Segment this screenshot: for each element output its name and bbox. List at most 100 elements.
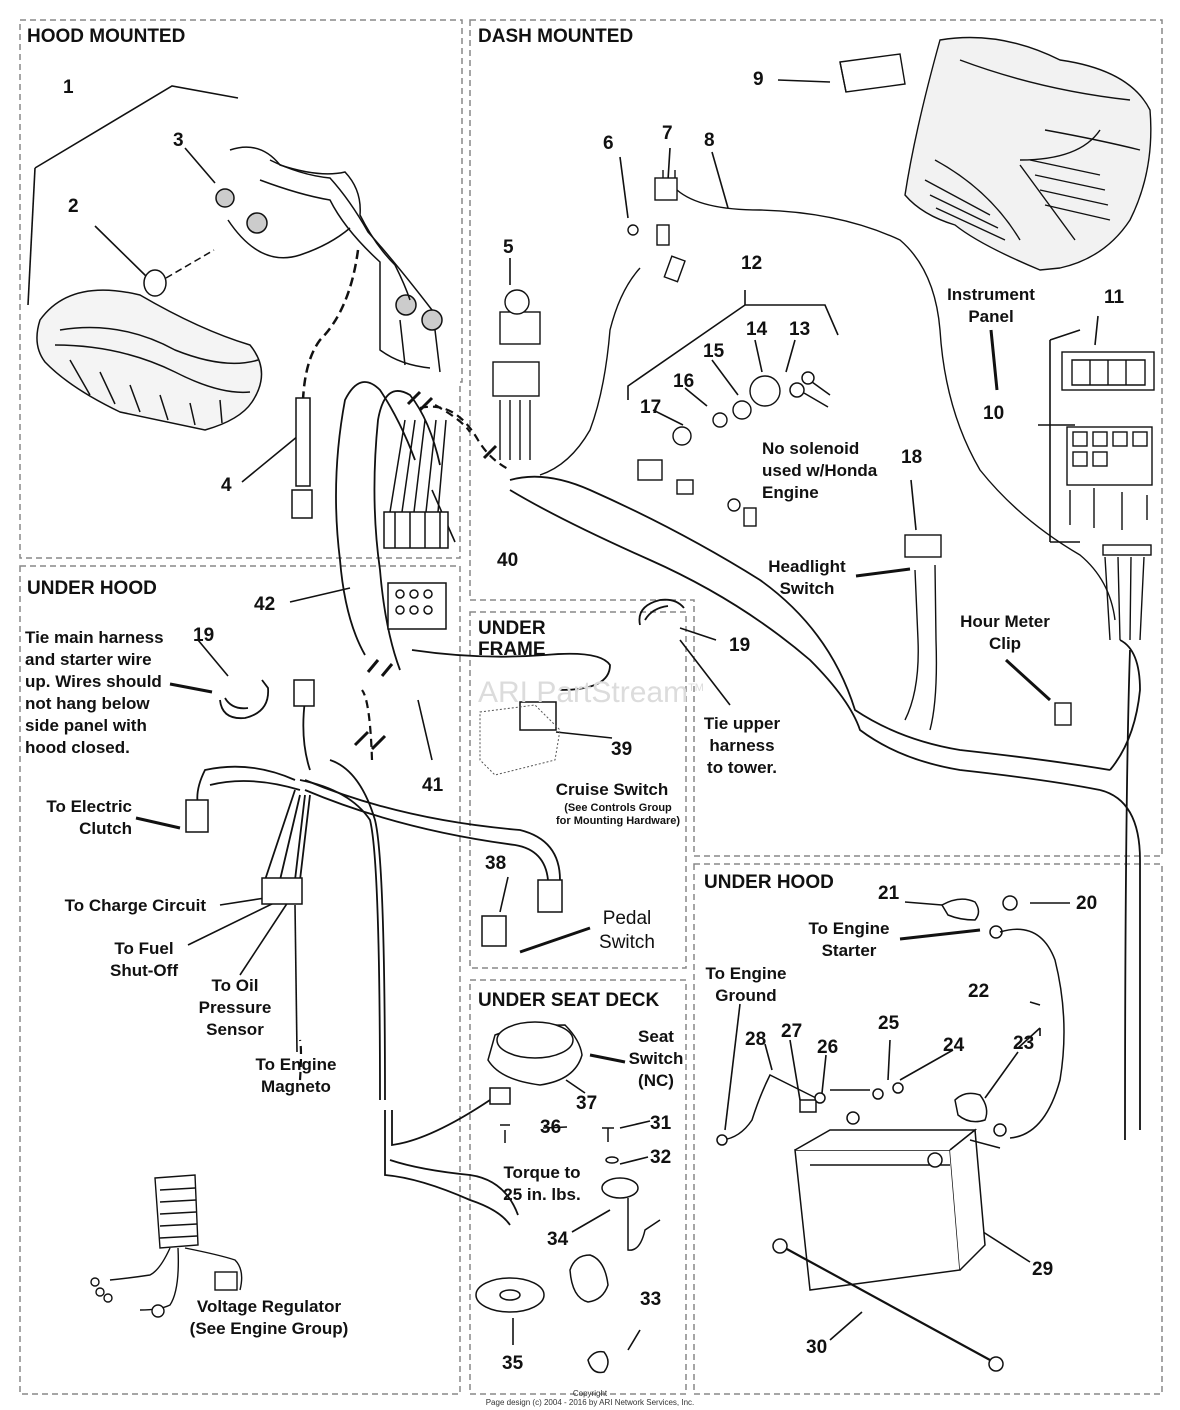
callout-35: 35 [502,1353,524,1374]
note-to-fuel-shutoff: To Fuel Shut-Off [100,938,188,982]
callout-30: 30 [806,1337,828,1358]
note-cruise-switch-reference: (See Controls Group for Mounting Hardwar… [548,802,688,828]
note-seat-switch-line3: (NC) [638,1071,674,1090]
callout-42: 42 [254,594,276,615]
callout-4: 4 [221,475,232,496]
note-pedal-switch-line2: Switch [599,932,655,953]
note-engine-ground-line2: Ground [715,986,777,1005]
callout-31: 31 [650,1113,672,1134]
dash-instrument-panel [839,36,1152,271]
callout-37: 37 [576,1093,598,1114]
callout-26: 26 [817,1037,839,1058]
note-magneto-line2: Magneto [261,1077,331,1096]
callout-3: 3 [173,130,184,151]
section-title-hood-mounted: HOOD MOUNTED [27,26,186,47]
note-torque-line2: 25 in. lbs. [503,1185,581,1204]
harness-connectors [185,419,563,1105]
under-hood-left-border [19,565,461,1395]
note-oil-pressure-line3: Sensor [206,1020,264,1039]
note-to-charge-circuit: To Charge Circuit [64,896,206,915]
note-oil-pressure-line1: To Oil [211,976,259,995]
note-tie-main-line1: Tie main harness [25,628,164,647]
note-magneto-line1: To Engine [255,1055,337,1074]
callout-12: 12 [741,253,763,274]
callout-20: 20 [1076,893,1098,914]
callout-13: 13 [789,319,811,340]
note-no-solenoid-line2: used w/Honda [762,461,878,480]
dash-mounted-border [469,19,1163,857]
note-to-oil-pressure-sensor: To Oil Pressure Sensor [190,975,280,1041]
callout-36: 36 [540,1117,562,1138]
note-to-electric-clutch: To Electric Clutch [34,796,132,840]
note-tie-main-line2: and starter wire [25,650,152,669]
note-tie-main-line4: not hang below [25,694,150,713]
note-tie-main-harness: Tie main harness and starter wire up. Wi… [25,627,164,759]
note-voltage-regulator-line2: (See Engine Group) [189,1319,349,1338]
note-instrument-panel-line2: Panel [968,307,1014,326]
callout-11: 11 [1104,287,1125,308]
note-to-engine-ground: To Engine Ground [700,963,792,1007]
note-headlight-switch-line2: Switch [779,579,835,598]
callout-40: 40 [497,550,519,571]
note-cruise-ref-line2: for Mounting Hardware) [555,815,681,827]
note-headlight-switch: Headlight Switch [760,556,854,600]
footer-copyright-line1: Copyright [572,1389,608,1398]
callout-32: 32 [650,1147,672,1168]
callout-34: 34 [547,1229,569,1250]
callout-8: 8 [704,130,715,151]
footer-copyright: Copyright Page design (c) 2004 - 2016 by… [470,1389,710,1407]
note-engine-starter-line2: Starter [821,941,877,960]
note-fuel-shutoff-line1: To Fuel [114,939,174,958]
callout-15: 15 [703,341,725,362]
dashed-harness-routing [298,404,511,1081]
callout-24: 24 [943,1035,965,1056]
note-instrument-panel: Instrument Panel [938,284,1044,328]
callout-18: 18 [901,447,923,468]
note-pedal-switch: Pedal Switch [592,907,662,955]
note-instrument-panel-line1: Instrument [947,285,1035,304]
section-title-under-frame-line1: UNDER [478,618,546,639]
headlight-connector [291,397,313,519]
note-pedal-switch-line1: Pedal [602,908,652,929]
callout-28: 28 [745,1029,767,1050]
callout-19-right: 19 [729,635,751,656]
note-to-engine-magneto: To Engine Magneto [250,1054,342,1098]
note-tie-upper-harness: Tie upper harness to tower. [702,713,782,779]
note-seat-switch: Seat Switch (NC) [620,1026,692,1092]
callout-5: 5 [503,237,514,258]
note-hour-meter-clip-line2: Clip [988,634,1022,653]
note-tie-upper-line2: harness [709,736,775,755]
note-cruise-switch: Cruise Switch [555,780,669,799]
under-frame-border [469,611,687,969]
watermark-tm: TM [688,682,704,694]
note-cruise-ref-line1: (See Controls Group [564,802,672,814]
callout-19-left: 19 [193,625,215,646]
note-no-solenoid-line3: Engine [762,483,819,502]
note-engine-ground-line1: To Engine [705,964,787,983]
note-electric-clutch-line2: Clutch [79,819,132,838]
callout-25: 25 [878,1013,900,1034]
note-no-solenoid: No solenoid used w/Honda Engine [762,438,877,504]
callout-33: 33 [640,1289,662,1310]
note-headlight-switch-line1: Headlight [768,557,846,576]
note-voltage-regulator-line1: Voltage Regulator [196,1297,342,1316]
callout-27: 27 [781,1021,803,1042]
section-borders [19,19,1163,1395]
note-engine-starter-line1: To Engine [808,919,890,938]
callout-10: 10 [983,403,1005,424]
dash-components [492,170,1155,731]
callout-9: 9 [753,69,764,90]
section-title-under-hood-right: UNDER HOOD [704,872,834,893]
watermark-text: ARI PartStream [478,676,689,709]
section-title-dash-mounted: DASH MOUNTED [478,26,634,47]
callout-16: 16 [673,371,695,392]
footer-copyright-line2: Page design (c) 2004 - 2016 by ARI Netwo… [485,1398,695,1407]
hood-mounted-border [19,19,463,559]
callout-17: 17 [640,397,662,418]
note-no-solenoid-line1: No solenoid [762,439,860,458]
callout-41: 41 [422,775,444,796]
callout-6: 6 [603,133,614,154]
under-seat-deck-border [469,979,687,1395]
callout-38: 38 [485,853,507,874]
